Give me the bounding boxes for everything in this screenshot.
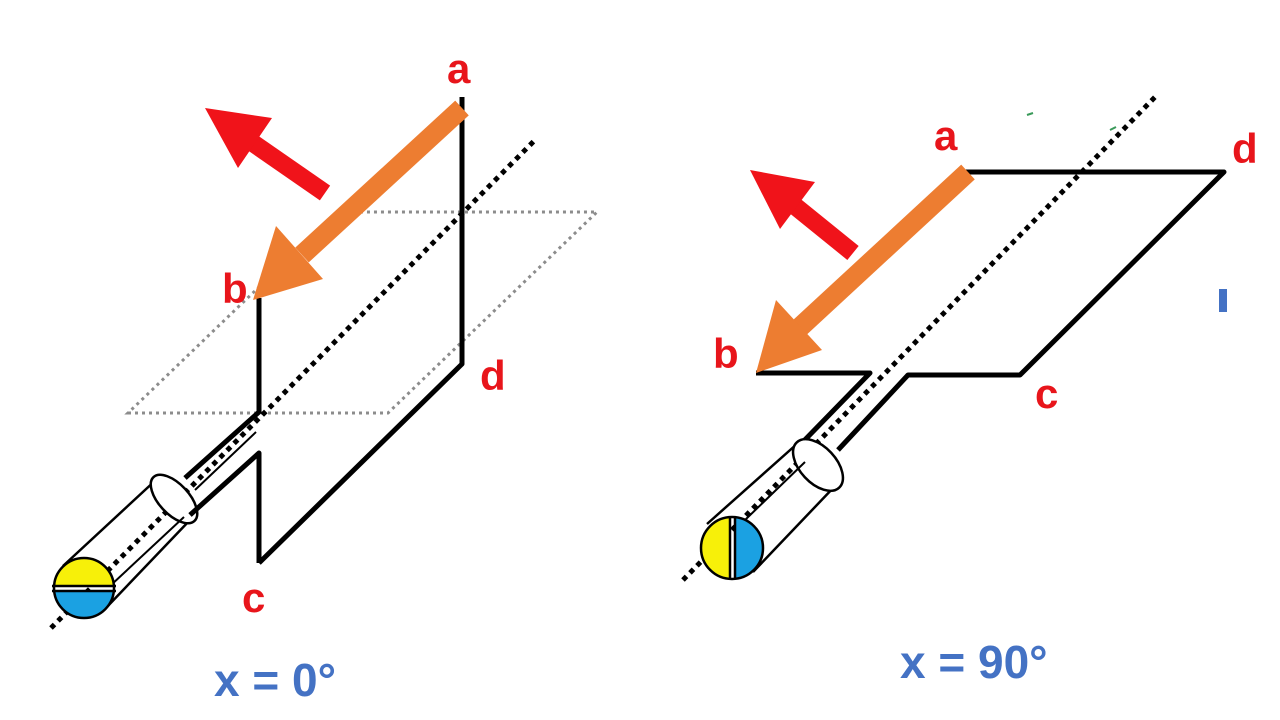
angle-label: x = 0° bbox=[214, 654, 336, 706]
current-arrow bbox=[253, 100, 469, 300]
vertex-label-b: b bbox=[713, 330, 739, 377]
rotation-axis bbox=[49, 138, 537, 630]
vertex-label-a: a bbox=[447, 45, 471, 92]
stray-mark bbox=[1109, 126, 1117, 131]
coil-leads bbox=[183, 298, 262, 563]
brush-cylinder bbox=[706, 437, 845, 573]
vertex-label-c: c bbox=[1035, 370, 1058, 417]
vertex-label-c: c bbox=[242, 574, 265, 621]
force-arrow bbox=[750, 170, 859, 260]
vertex-label-d: d bbox=[1232, 125, 1258, 172]
stray-mark bbox=[1219, 289, 1227, 312]
panel-angle-0: a b c d x = 0° bbox=[49, 45, 601, 706]
coil bbox=[756, 169, 1227, 452]
brush-cylinder bbox=[62, 473, 199, 611]
commutator bbox=[699, 515, 765, 581]
current-arrow bbox=[756, 164, 975, 373]
angle-label: x = 90° bbox=[900, 636, 1048, 688]
rotation-axis bbox=[681, 93, 1159, 582]
vertex-label-a: a bbox=[934, 112, 958, 159]
stray-mark bbox=[1026, 112, 1034, 116]
vertex-label-d: d bbox=[480, 352, 506, 399]
force-arrow bbox=[205, 108, 331, 201]
panel-angle-90: a b c d x = 90° bbox=[681, 93, 1258, 688]
commutator bbox=[52, 556, 116, 620]
vertex-label-b: b bbox=[222, 265, 248, 312]
coil bbox=[257, 97, 465, 565]
